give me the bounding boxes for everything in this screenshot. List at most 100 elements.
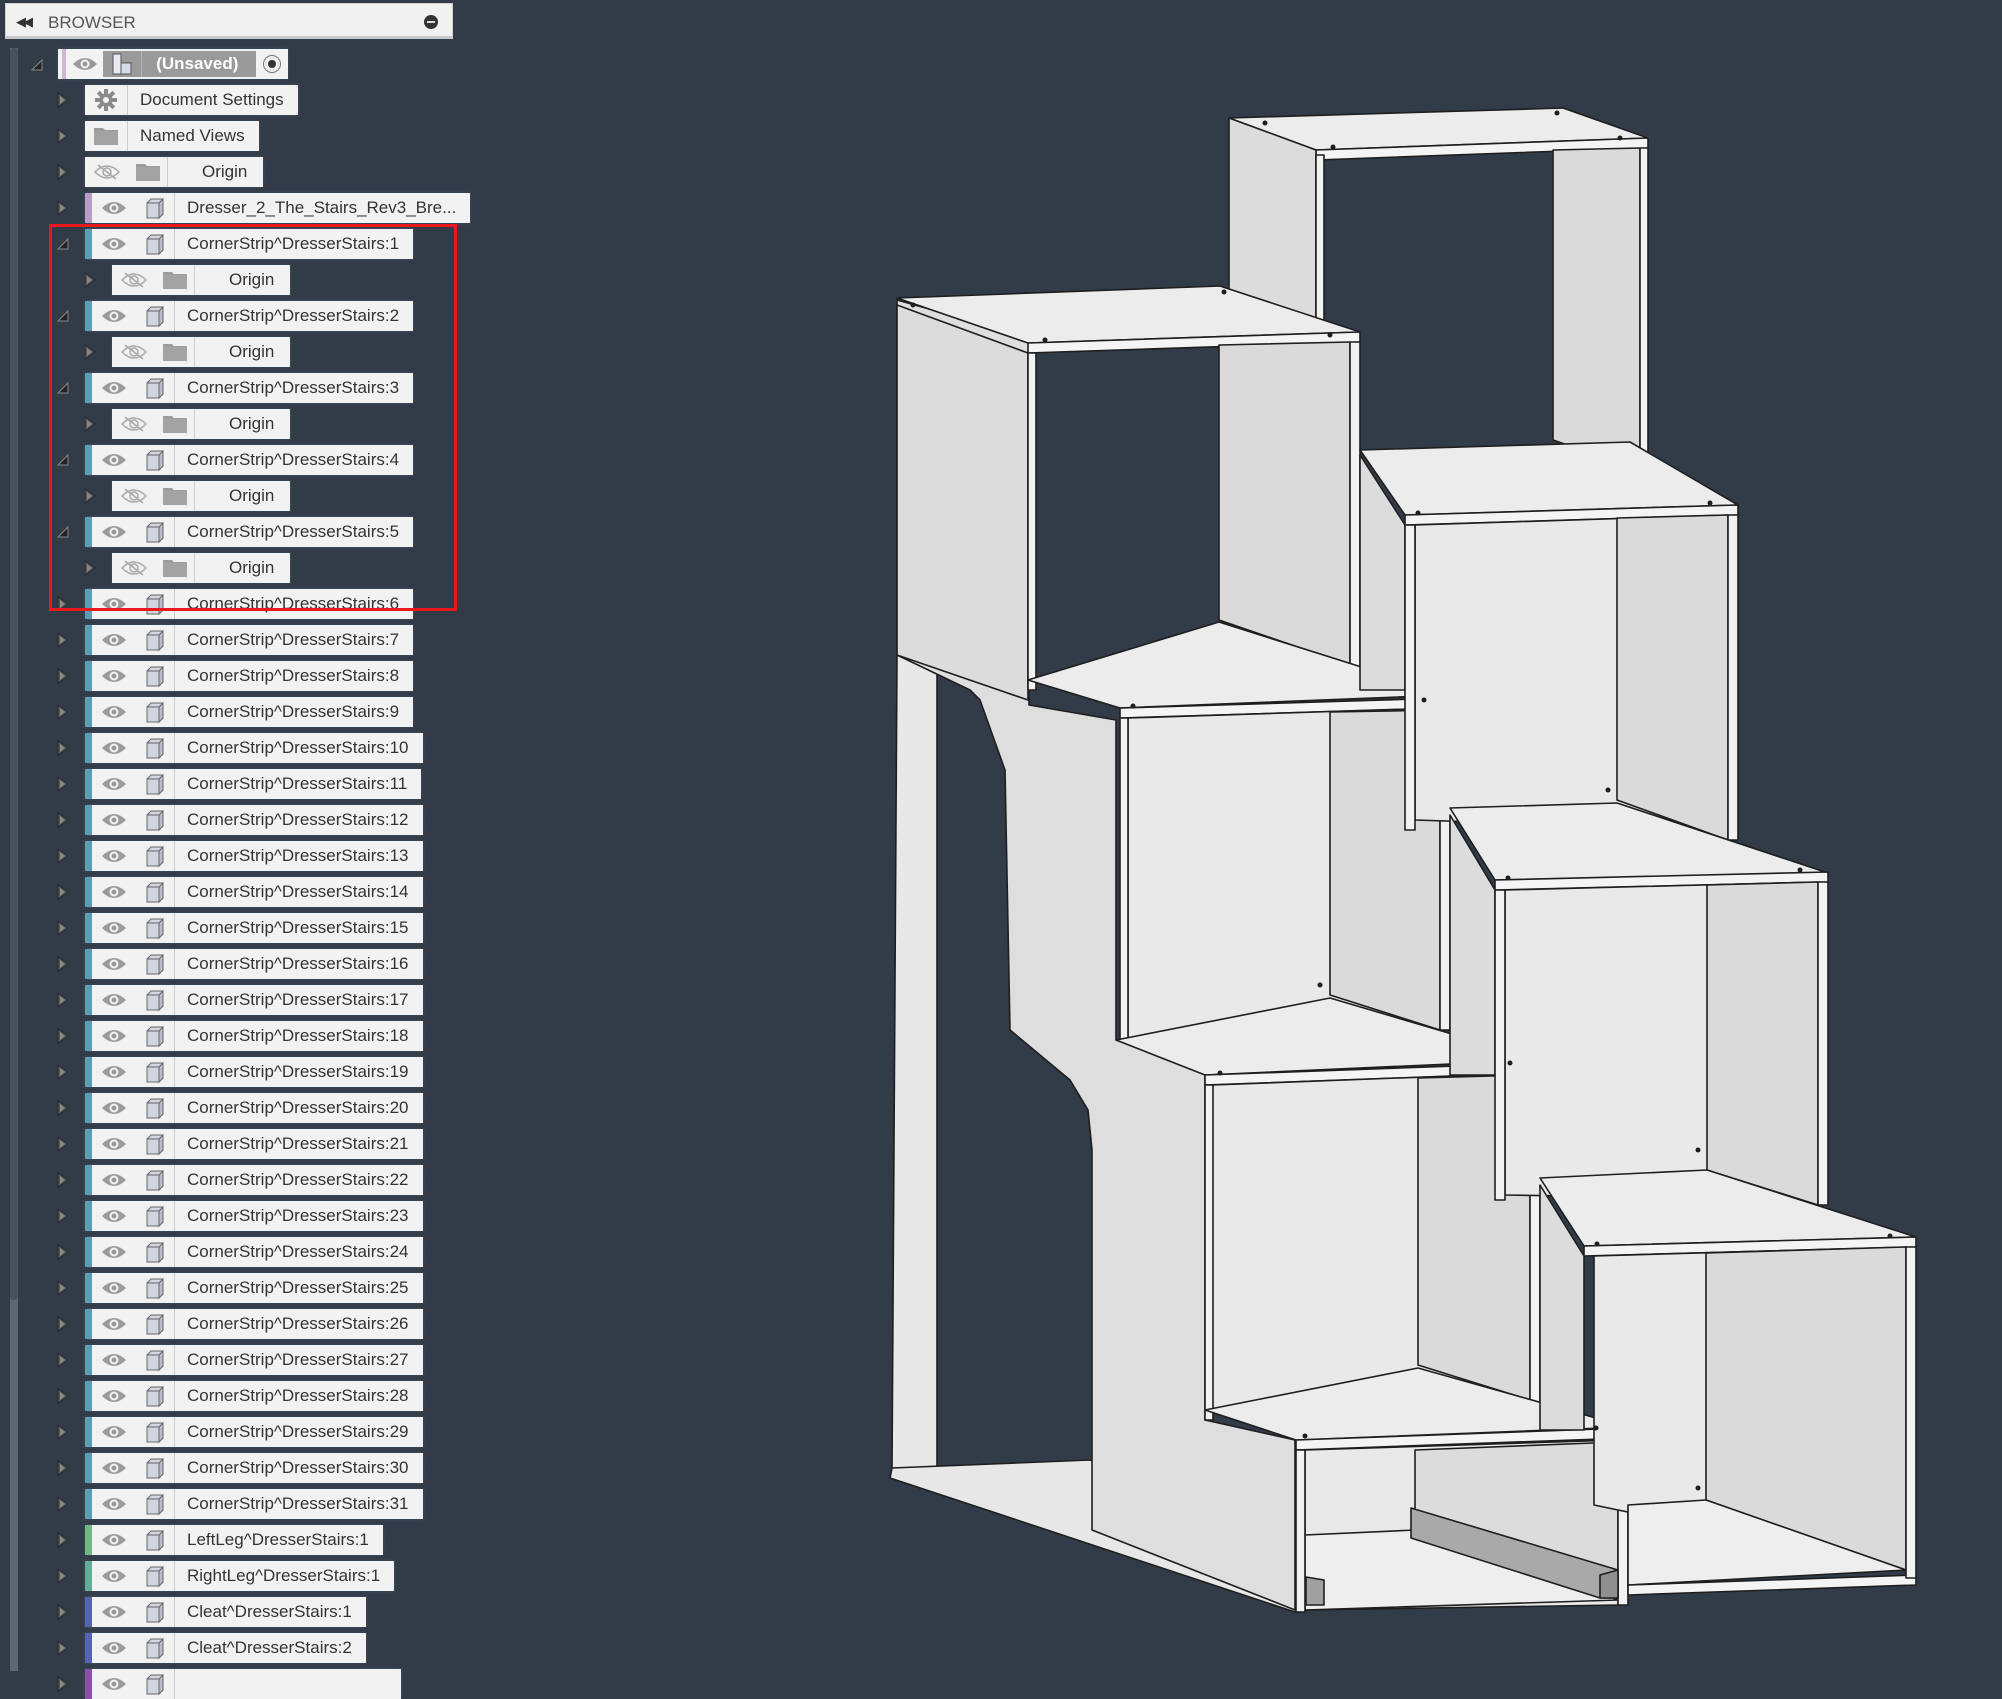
- eye-icon[interactable]: [92, 193, 136, 223]
- tree-item[interactable]: CornerStrip^DresserStairs:29: [85, 1417, 423, 1447]
- tree-row[interactable]: Origin: [0, 409, 460, 439]
- expand-arrow-icon[interactable]: [56, 1064, 70, 1080]
- tree-item[interactable]: CornerStrip^DresserStairs:8: [85, 661, 414, 691]
- eye-icon[interactable]: [92, 1669, 136, 1699]
- expand-arrow-icon[interactable]: [56, 1352, 70, 1368]
- eye-icon[interactable]: [92, 589, 136, 619]
- expand-arrow-icon[interactable]: [56, 1244, 70, 1260]
- eye-icon[interactable]: [92, 1525, 136, 1555]
- tree-item[interactable]: CornerStrip^DresserStairs:17: [85, 985, 423, 1015]
- eye-icon[interactable]: [92, 1129, 136, 1159]
- eye-icon[interactable]: [92, 1021, 136, 1051]
- tree-item[interactable]: RightLeg^DresserStairs:1: [85, 1561, 395, 1591]
- eye-icon[interactable]: [92, 1453, 136, 1483]
- expand-arrow-icon[interactable]: [56, 668, 70, 684]
- expand-arrow-icon[interactable]: [56, 1532, 70, 1548]
- tree-item[interactable]: CornerStrip^DresserStairs:25: [85, 1273, 423, 1303]
- eye-icon[interactable]: [92, 445, 136, 475]
- eye-icon[interactable]: [92, 1381, 136, 1411]
- eye-icon[interactable]: [92, 949, 136, 979]
- tree-row[interactable]: CornerStrip^DresserStairs:31: [0, 1489, 460, 1519]
- tree-item[interactable]: CornerStrip^DresserStairs:13: [85, 841, 423, 871]
- expand-arrow-icon[interactable]: [56, 1172, 70, 1188]
- root-component[interactable]: (Unsaved): [58, 49, 288, 79]
- expand-arrow-icon[interactable]: [56, 632, 70, 648]
- tree-row[interactable]: RightLeg^DresserStairs:1: [0, 1561, 460, 1591]
- tree-item[interactable]: Named Views: [85, 121, 259, 151]
- tree-item[interactable]: Cleat^DresserStairs:1: [85, 1597, 366, 1627]
- tree-item[interactable]: CornerStrip^DresserStairs:26: [85, 1309, 423, 1339]
- tree-item[interactable]: CornerStrip^DresserStairs:21: [85, 1129, 423, 1159]
- expand-arrow-icon[interactable]: [56, 200, 70, 216]
- expanded-triangle-icon[interactable]: [56, 453, 70, 469]
- expand-arrow-icon[interactable]: [83, 416, 97, 432]
- tree-item[interactable]: CornerStrip^DresserStairs:5: [85, 517, 414, 547]
- tree-root-row[interactable]: (Unsaved): [0, 49, 300, 79]
- tree-item[interactable]: CornerStrip^DresserStairs:1: [85, 229, 414, 259]
- eye-icon[interactable]: [92, 517, 136, 547]
- expand-arrow-icon[interactable]: [56, 164, 70, 180]
- tree-row[interactable]: CornerStrip^DresserStairs:14: [0, 877, 460, 907]
- tree-item[interactable]: CornerStrip^DresserStairs:23: [85, 1201, 423, 1231]
- tree-row[interactable]: CornerStrip^DresserStairs:17: [0, 985, 460, 1015]
- eye-icon[interactable]: [92, 697, 136, 727]
- tree-row[interactable]: CornerStrip^DresserStairs:4: [0, 445, 460, 475]
- eye-icon[interactable]: [92, 1201, 136, 1231]
- eye-icon[interactable]: [92, 1417, 136, 1447]
- tree-item[interactable]: CornerStrip^DresserStairs:4: [85, 445, 414, 475]
- expand-arrow-icon[interactable]: [56, 920, 70, 936]
- tree-row[interactable]: CornerStrip^DresserStairs:29: [0, 1417, 460, 1447]
- eye-icon[interactable]: [92, 625, 136, 655]
- expand-arrow-icon[interactable]: [56, 1424, 70, 1440]
- expand-arrow-icon[interactable]: [56, 884, 70, 900]
- eye-icon[interactable]: [92, 877, 136, 907]
- tree-item[interactable]: CornerStrip^DresserStairs:31: [85, 1489, 423, 1519]
- expanded-triangle-icon[interactable]: [56, 381, 70, 397]
- tree-item[interactable]: CornerStrip^DresserStairs:10: [85, 733, 423, 763]
- tree-item[interactable]: Origin: [112, 481, 291, 511]
- tree-row[interactable]: CornerStrip^DresserStairs:12: [0, 805, 460, 835]
- tree-item[interactable]: CornerStrip^DresserStairs:19: [85, 1057, 423, 1087]
- tree-row[interactable]: CornerStrip^DresserStairs:18: [0, 1021, 460, 1051]
- expand-arrow-icon[interactable]: [56, 1100, 70, 1116]
- tree-row[interactable]: CornerStrip^DresserStairs:8: [0, 661, 460, 691]
- expand-arrow-icon[interactable]: [56, 1280, 70, 1296]
- eye-icon[interactable]: [92, 1273, 136, 1303]
- tree-row[interactable]: CornerStrip^DresserStairs:2: [0, 301, 460, 331]
- tree-row[interactable]: CornerStrip^DresserStairs:16: [0, 949, 460, 979]
- tree-item[interactable]: Origin: [112, 553, 291, 583]
- tree-row[interactable]: Document Settings: [0, 85, 460, 115]
- tree-item[interactable]: CornerStrip^DresserStairs:11: [85, 769, 422, 799]
- tree-item[interactable]: Dresser_2_The_Stairs_Rev3_Bre...: [85, 193, 471, 223]
- eye-icon[interactable]: [92, 1165, 136, 1195]
- tree-row[interactable]: CornerStrip^DresserStairs:22: [0, 1165, 460, 1195]
- expand-arrow-icon[interactable]: [83, 488, 97, 504]
- tree-item[interactable]: CornerStrip^DresserStairs:15: [85, 913, 423, 943]
- eye-hidden-icon[interactable]: [85, 157, 129, 187]
- tree-row[interactable]: CornerStrip^DresserStairs:28: [0, 1381, 460, 1411]
- expand-arrow-icon[interactable]: [56, 848, 70, 864]
- expanded-triangle-icon[interactable]: [56, 309, 70, 325]
- eye-icon[interactable]: [92, 229, 136, 259]
- expand-arrow-icon[interactable]: [56, 1136, 70, 1152]
- eye-icon[interactable]: [92, 1057, 136, 1087]
- tree-row[interactable]: Origin: [0, 481, 460, 511]
- eye-hidden-icon[interactable]: [112, 337, 156, 367]
- expand-arrow-icon[interactable]: [56, 1460, 70, 1476]
- expand-arrow-icon[interactable]: [56, 740, 70, 756]
- eye-icon[interactable]: [92, 1597, 136, 1627]
- tree-row[interactable]: [0, 1669, 460, 1699]
- expanded-triangle-icon[interactable]: [30, 57, 44, 73]
- eye-icon[interactable]: [92, 841, 136, 871]
- eye-icon[interactable]: [92, 1633, 136, 1663]
- tree-row[interactable]: CornerStrip^DresserStairs:3: [0, 373, 460, 403]
- eye-icon[interactable]: [92, 1309, 136, 1339]
- tree-row[interactable]: Cleat^DresserStairs:1: [0, 1597, 460, 1627]
- eye-icon[interactable]: [92, 1489, 136, 1519]
- expand-arrow-icon[interactable]: [83, 272, 97, 288]
- expanded-triangle-icon[interactable]: [56, 525, 70, 541]
- eye-icon[interactable]: [92, 805, 136, 835]
- tree-item[interactable]: Origin: [112, 337, 291, 367]
- tree-item[interactable]: CornerStrip^DresserStairs:14: [85, 877, 423, 907]
- expand-arrow-icon[interactable]: [56, 92, 70, 108]
